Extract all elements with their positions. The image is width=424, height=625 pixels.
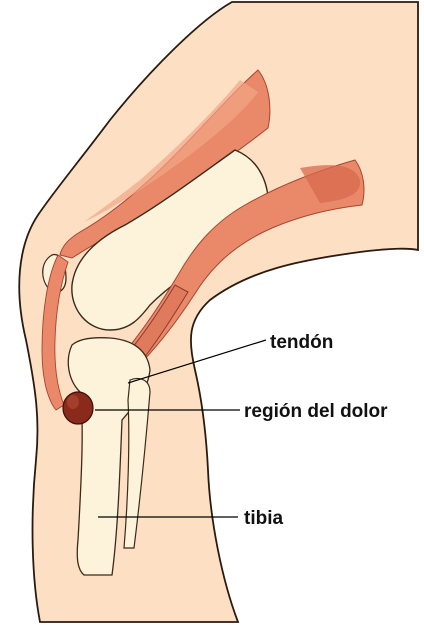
tibia-label: tibia <box>244 508 283 529</box>
pain-region-highlight <box>67 395 79 409</box>
pain-region-label: región del dolor <box>244 401 388 422</box>
pain-region-spot <box>63 392 93 424</box>
tendon-label: tendón <box>270 332 333 353</box>
